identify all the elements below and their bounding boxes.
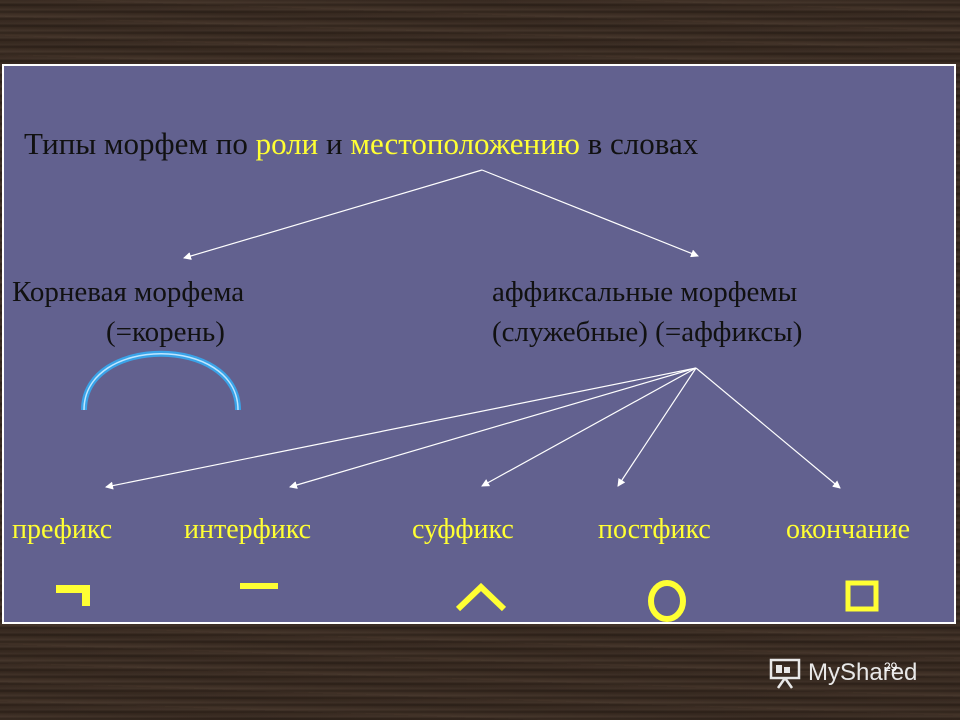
slide-title: Типы морфем по роли и местоположению в с… xyxy=(24,126,699,161)
ending-square-symbol xyxy=(845,580,879,612)
watermark: MyShared xyxy=(768,656,917,690)
arrow-to-affix xyxy=(481,169,699,258)
arrow-to-suffix xyxy=(481,367,697,487)
title-highlight-role: роли xyxy=(255,126,319,161)
root-morpheme-synonym: (=корень) xyxy=(106,316,225,348)
presentation-icon xyxy=(769,658,801,689)
prefix-label: префикс xyxy=(12,514,113,545)
arrow-to-interfix xyxy=(289,367,697,489)
postfix-circle-symbol xyxy=(648,580,686,622)
affix-morphemes-synonym: (служебные) (=аффиксы) xyxy=(492,316,803,348)
title-highlight-location: местоположению xyxy=(350,126,580,161)
root-arc-icon xyxy=(81,350,241,411)
root-morpheme-label: Корневая морфема xyxy=(12,276,245,308)
arrow-to-prefix xyxy=(105,367,697,490)
arrow-to-ending xyxy=(695,367,841,489)
prefix-corner-symbol xyxy=(56,585,90,606)
interfix-label: интерфикс xyxy=(184,514,312,545)
arrow-to-root xyxy=(183,169,483,260)
watermark-text: MyShared xyxy=(808,659,918,686)
ending-label: окончание xyxy=(786,514,911,545)
suffix-caret-symbol xyxy=(455,582,507,612)
suffix-label: суффикс xyxy=(412,514,514,545)
postfix-label: постфикс xyxy=(598,514,711,545)
page-number: 29 xyxy=(884,660,898,674)
affix-morphemes-label: аффиксальные морфемы xyxy=(492,276,798,308)
arrow-to-postfix xyxy=(617,367,697,487)
slide: Типы морфем по роли и местоположению в с… xyxy=(2,64,956,624)
